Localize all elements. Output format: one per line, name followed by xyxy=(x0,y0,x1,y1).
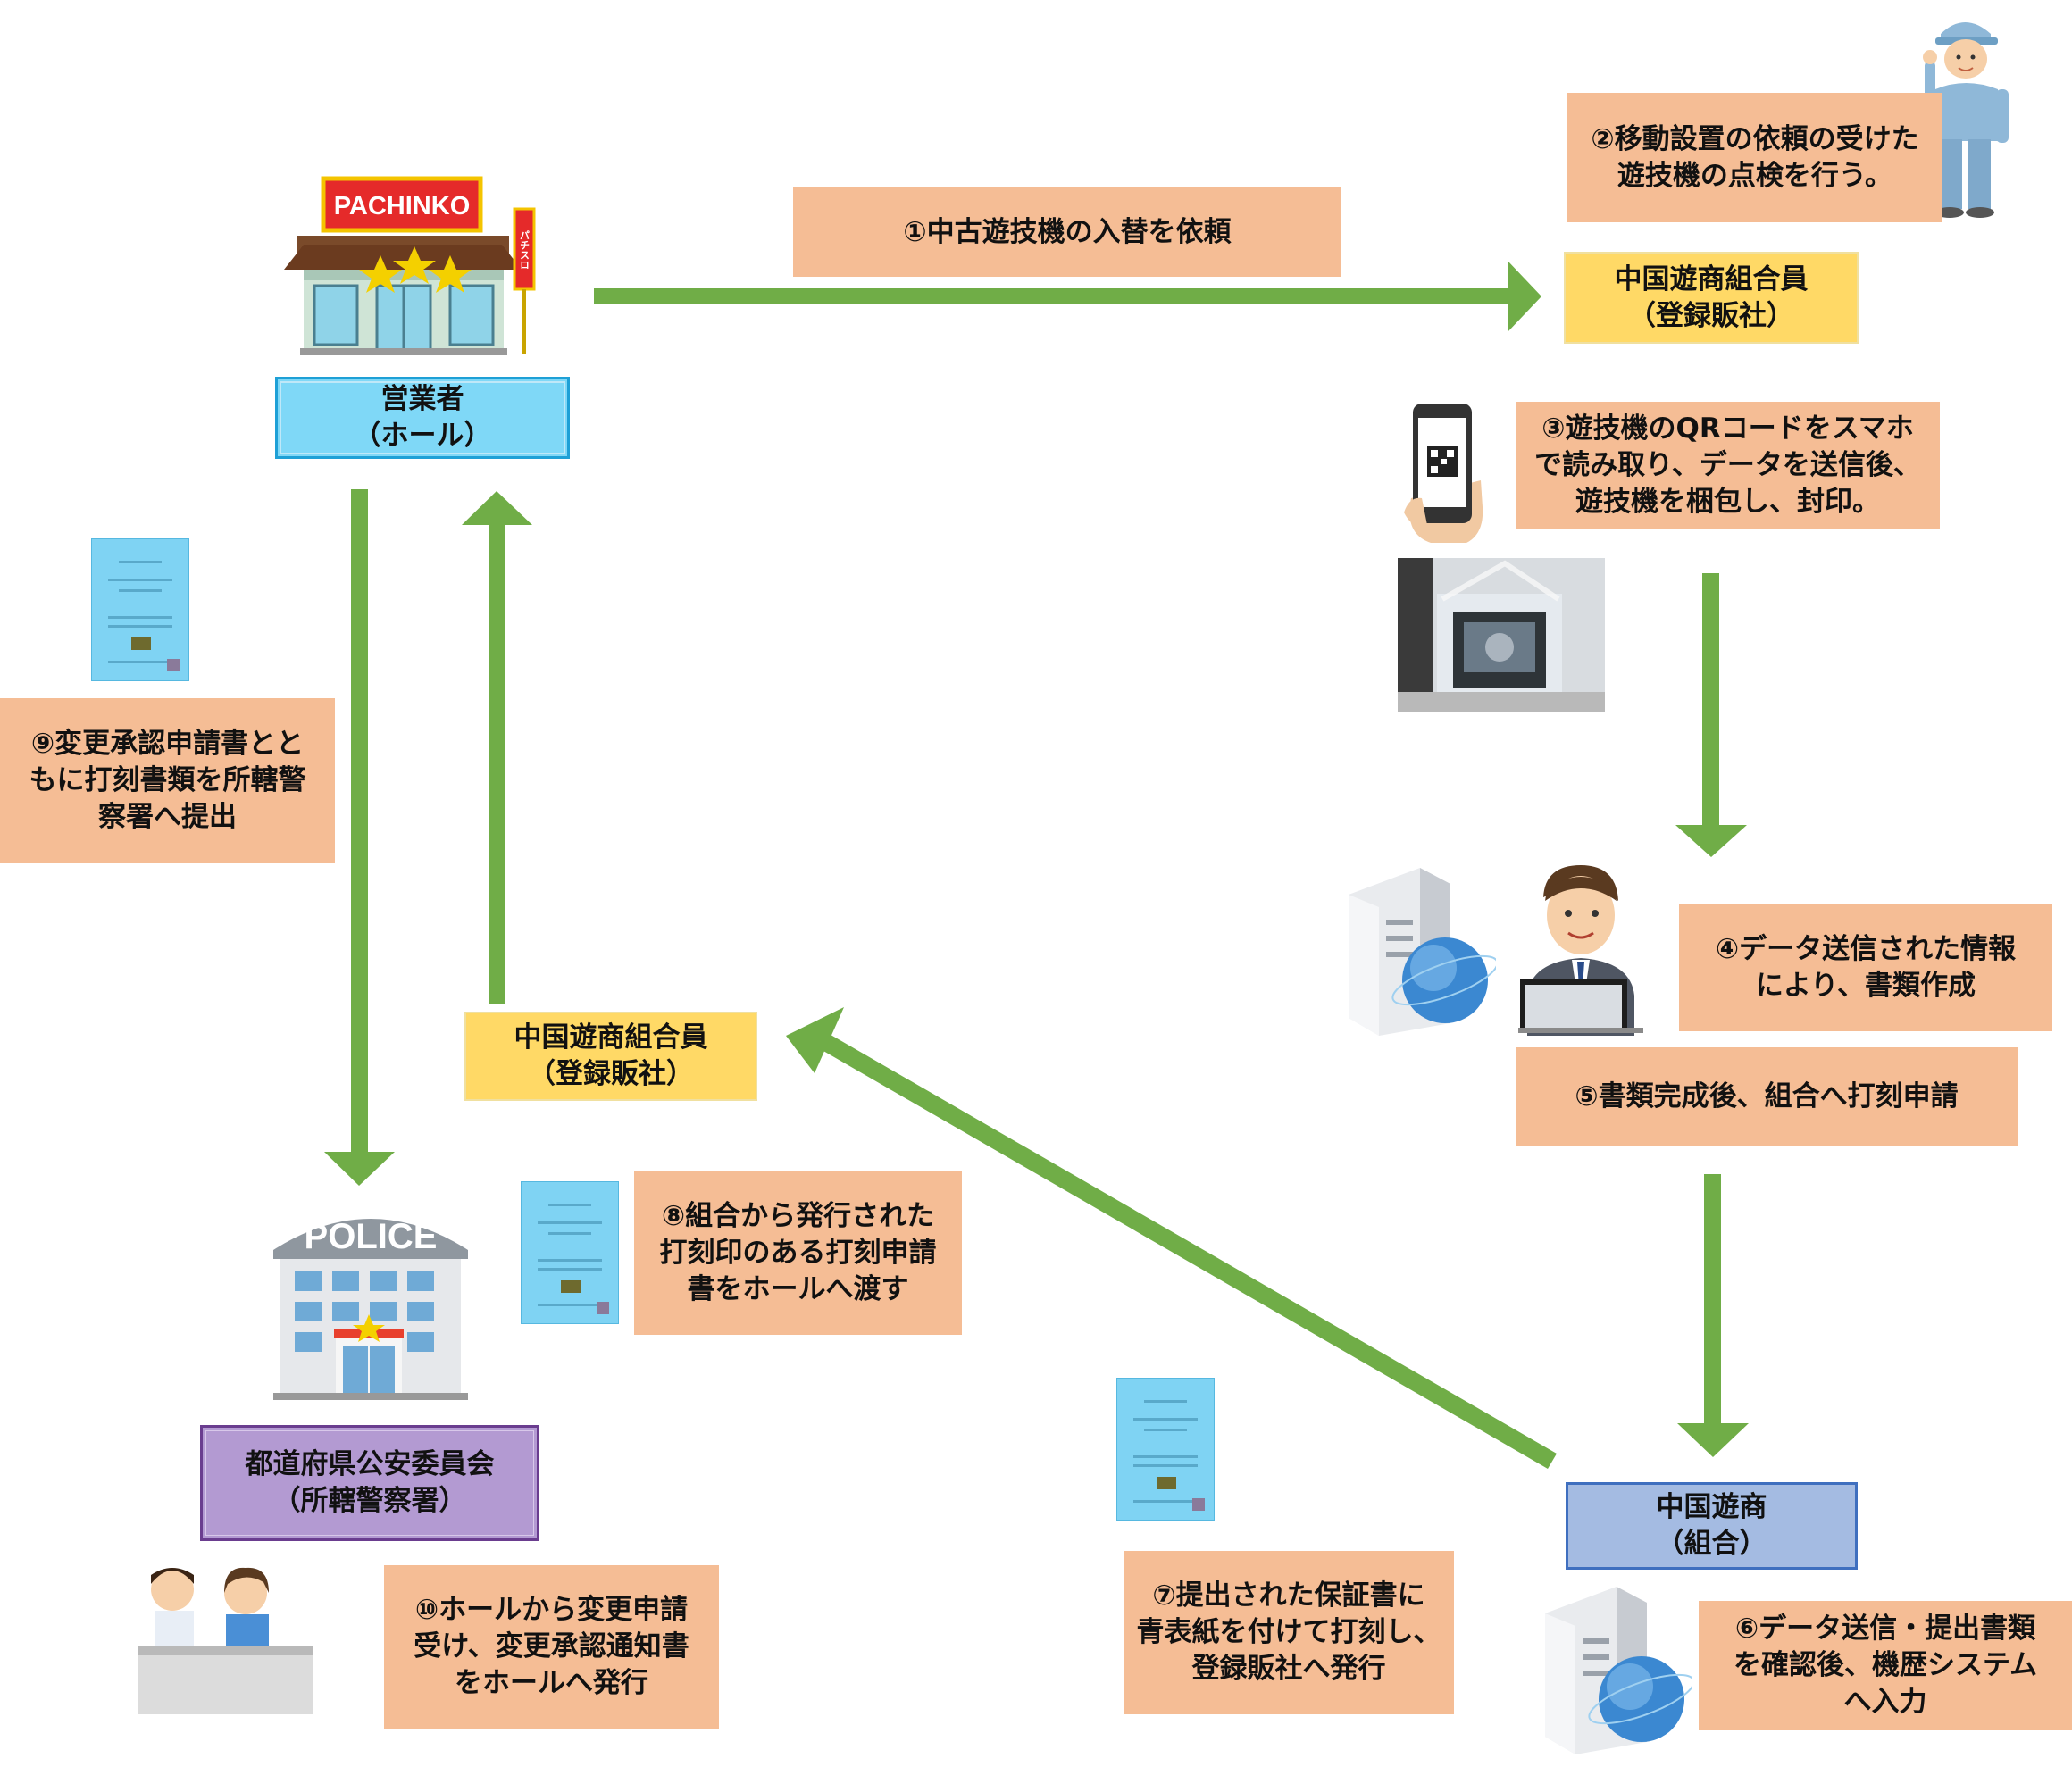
step-6: ⑥データ送信・提出書類 を確認後、機歴システム へ入力 xyxy=(1699,1601,2072,1730)
step-8: ⑧組合から発行された 打刻印のある打刻申請 書をホールへ渡す xyxy=(634,1171,962,1335)
reception-staff-icon xyxy=(138,1567,313,1714)
step-4-line-1: ④データ送信された情報 xyxy=(1715,933,2017,965)
step-3-line-2: で読み取り、データを送信後、 xyxy=(1534,448,1921,481)
office-worker-icon xyxy=(1518,865,1643,1036)
application-document-icon-2 xyxy=(521,1181,619,1324)
step-10-line-1: ⑩ホールから変更申請 xyxy=(414,1594,689,1626)
step-6-line-2: を確認後、機歴システム xyxy=(1733,1649,2038,1681)
server-globe-icon-2 xyxy=(1545,1587,1692,1754)
step-9-line-1: ⑨変更承認申請書とと xyxy=(30,728,305,760)
node-dealer-mid: 中国遊商組合員 （登録販社） xyxy=(464,1012,757,1101)
node-dealer-top: 中国遊商組合員 （登録販社） xyxy=(1564,252,1859,344)
node-hall-line-1: 営業者 xyxy=(380,383,464,415)
step-9-line-2: もに打刻書類を所轄警 xyxy=(29,764,306,796)
step-2: ②移動設置の依頼の受けた 遊技機の点検を行う。 xyxy=(1567,93,1942,222)
arrow-dealer-to-hall xyxy=(462,491,532,1004)
step-3-line-3: 遊技機を梱包し、封印。 xyxy=(1575,485,1880,518)
smartphone-qr-icon xyxy=(1404,404,1483,543)
pachinko-sign: PACHINKO xyxy=(334,192,471,221)
step-10-line-2: 受け、変更承認通知書 xyxy=(414,1630,689,1662)
node-commission: 都道府県公安委員会 （所轄警察署） xyxy=(200,1425,539,1541)
node-union: 中国遊商 （組合） xyxy=(1566,1482,1858,1570)
packed-machine-photo xyxy=(1398,558,1605,712)
node-dealer-top-line-2: （登録販社） xyxy=(1628,299,1794,332)
arrow-hall-to-dealer xyxy=(594,261,1541,332)
step-9-line-3: 察署へ提出 xyxy=(98,801,237,833)
step-4-line-2: により、書類作成 xyxy=(1755,970,1976,1002)
server-globe-icon xyxy=(1349,868,1496,1036)
step-4: ④データ送信された情報 により、書類作成 xyxy=(1679,904,2052,1031)
step-7-line-2: 青表紙を付けて打刻し、 xyxy=(1136,1616,1441,1648)
node-union-line-2: （組合） xyxy=(1656,1528,1767,1560)
step-7-line-3: 登録販社へ発行 xyxy=(1191,1653,1386,1685)
step-5-line-1: ⑤書類完成後、組合へ打刻申請 xyxy=(1575,1079,1959,1112)
step-10-line-3: をホールへ発行 xyxy=(455,1667,648,1699)
arrow-union-to-dealer xyxy=(786,1007,1557,1469)
police-sign: POLICE xyxy=(305,1217,438,1256)
pachinko-hall-icon: PACHINKO パチスロ xyxy=(284,176,536,355)
worker-icon xyxy=(1923,22,2009,218)
step-1-line-1: ①中古遊技機の入替を依頼 xyxy=(903,215,1232,248)
node-dealer-mid-line-2: （登録販社） xyxy=(528,1058,694,1090)
step-10: ⑩ホールから変更申請 受け、変更承認通知書 をホールへ発行 xyxy=(384,1565,719,1729)
node-commission-line-2: （所轄警察署） xyxy=(272,1485,467,1517)
step-3-line-1: ③遊技機のQRコードをスマホ xyxy=(1541,412,1914,445)
arrow-packing-to-documents xyxy=(1675,573,1747,857)
node-dealer-mid-line-1: 中国遊商組合員 xyxy=(514,1021,708,1054)
step-7-line-1: ⑦提出された保証書に xyxy=(1152,1579,1425,1612)
step-1: ①中古遊技機の入替を依頼 xyxy=(793,188,1341,277)
step-3: ③遊技機のQRコードをスマホ で読み取り、データを送信後、 遊技機を梱包し、封印… xyxy=(1516,402,1940,529)
step-6-line-1: ⑥データ送信・提出書類 xyxy=(1734,1612,2036,1645)
step-5: ⑤書類完成後、組合へ打刻申請 xyxy=(1516,1047,2018,1146)
step-6-line-3: へ入力 xyxy=(1843,1686,1927,1718)
node-hall-line-2: （ホール） xyxy=(353,420,492,452)
step-9: ⑨変更承認申請書とと もに打刻書類を所轄警 察署へ提出 xyxy=(0,698,335,863)
step-2-line-2: 遊技機の点検を行う。 xyxy=(1617,159,1893,192)
arrow-hall-to-police xyxy=(324,489,395,1186)
application-document-icon-3 xyxy=(1116,1378,1215,1521)
node-union-line-1: 中国遊商 xyxy=(1656,1491,1767,1523)
pachislo-sign: パチスロ xyxy=(519,230,531,270)
arrow-documents-to-union xyxy=(1677,1174,1749,1457)
step-7: ⑦提出された保証書に 青表紙を付けて打刻し、 登録販社へ発行 xyxy=(1124,1551,1454,1714)
node-commission-line-1: 都道府県公安委員会 xyxy=(245,1448,495,1480)
step-8-line-3: 書をホールへ渡す xyxy=(687,1273,909,1305)
step-8-line-2: 打刻印のある打刻申請 xyxy=(659,1237,937,1269)
application-document-icon xyxy=(91,538,189,681)
step-8-line-1: ⑧組合から発行された xyxy=(661,1200,935,1232)
step-2-line-1: ②移動設置の依頼の受けた xyxy=(1591,122,1919,155)
node-dealer-top-line-1: 中国遊商組合員 xyxy=(1614,262,1809,296)
police-station-icon: POLICE xyxy=(273,1217,468,1400)
node-hall: 営業者 （ホール） xyxy=(275,377,570,459)
